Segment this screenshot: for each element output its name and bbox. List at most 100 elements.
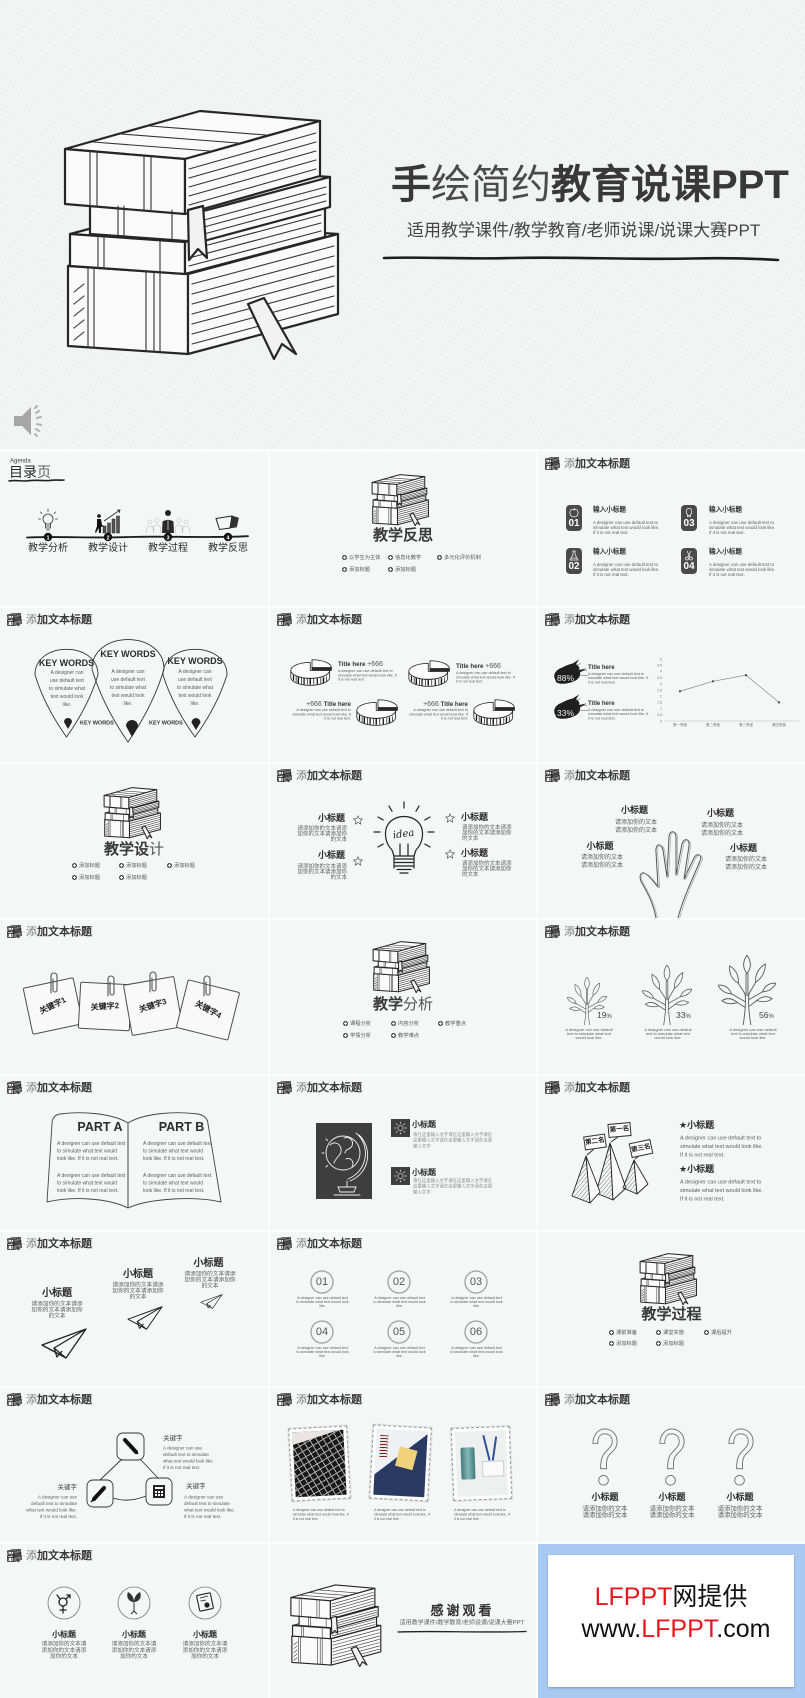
section-item: 内容分析 — [391, 1021, 435, 1027]
plus-circle-icon — [438, 1021, 443, 1026]
section-item: 添加标题 — [119, 875, 163, 881]
section-item-label: 课前准备 — [616, 1329, 637, 1336]
photo-caption: A designer can use default text to simul… — [454, 1508, 510, 1522]
plus-circle-icon — [656, 1341, 661, 1346]
item-title: 小标题 — [122, 1630, 146, 1639]
sun-icon — [394, 1121, 407, 1135]
slide-paper-planes: 添加文本标题 小标题 请添加你的文本请添加你的文本请添加你的文本 小标题 请添加… — [0, 1232, 268, 1386]
agenda-title: 目录页 — [9, 464, 51, 480]
pie-chart-icon — [356, 699, 399, 727]
question-mark-icon — [592, 1428, 618, 1486]
keyword-title: KEY WORDS — [100, 649, 156, 659]
stat-title: Title here +666 — [338, 660, 383, 668]
number-rings — [310, 1270, 488, 1344]
item-body: 请添加你的文本请添加你的文本请添加你的文本 — [462, 824, 512, 842]
number-badge: 04 — [681, 548, 697, 574]
svg-text:0.5: 0.5 — [657, 713, 662, 717]
slide-title-bold: 加文本标题 — [37, 1082, 92, 1094]
slide-title-light: 添 — [564, 1394, 575, 1406]
slide-title-bold: 加文本标题 — [575, 614, 630, 626]
section-item-label: 多元化评价机制 — [444, 554, 481, 561]
scissors-icon — [685, 550, 693, 561]
item-body: 请添加你的文本请添加你的文本请添加你的文本 — [112, 1282, 164, 1300]
star-icon — [445, 849, 455, 859]
step-label: 教学过程 — [148, 543, 188, 554]
stat-title-text: Title here — [323, 700, 351, 708]
item-title: 小标题 — [52, 1630, 76, 1639]
item-body: 请添加你的文本请添加你的文本 — [582, 1504, 628, 1519]
item-title: ★小标题 — [679, 1164, 715, 1174]
book-stack-illustration — [290, 1584, 382, 1667]
y-axis-labels: 5 4.5 4 3.5 3 2.5 2 1.5 1 0.5 0 — [657, 657, 662, 723]
slide-title: 添加文本标题 — [564, 457, 630, 471]
step-number: 06 — [469, 1326, 483, 1338]
icon-tile — [391, 1119, 410, 1137]
slide-pie-stats: 添加文本标题 Title here +666 A designer can us… — [270, 608, 536, 762]
paperclip-icon — [107, 975, 115, 997]
paperclip-icon — [203, 975, 211, 997]
section-item: 添加标题 — [167, 863, 211, 869]
slide-agenda: Agenda 目录页 — [0, 452, 268, 606]
teardrop-outline — [91, 639, 165, 743]
slide-title-light: 添 — [564, 1082, 575, 1094]
slide-title-bold: 加文本标题 — [575, 1082, 630, 1094]
stat-body: A designer can use default text to simul… — [338, 668, 397, 682]
marker-icon — [123, 1438, 139, 1455]
slide-title-bold: 加文本标题 — [37, 926, 92, 938]
slide-title-bold: 加文本标题 — [575, 926, 630, 938]
url-suffix: .com — [716, 1615, 771, 1643]
item-body: A designer can use default text to simul… — [709, 520, 776, 535]
section-title-light: 计 — [149, 841, 165, 858]
slide-title: 添加文本标题 — [296, 769, 362, 783]
hand-outline-illustration — [639, 831, 703, 918]
section-item: 添加标题 — [119, 863, 163, 869]
books-icon — [277, 613, 292, 626]
globe-icon — [321, 1132, 369, 1196]
section-item-label: 添加标题 — [349, 566, 370, 573]
line-point — [711, 680, 715, 683]
keyword-title: KEY WORDS — [167, 656, 223, 666]
photo-detail — [481, 1460, 505, 1477]
percent-value: 88% — [557, 673, 575, 683]
photo-frame — [369, 1424, 432, 1502]
stat-title: +666 Title here — [291, 700, 351, 708]
section-item-label: 以学生为主体 — [349, 554, 381, 561]
pie-chart-icon — [408, 660, 451, 688]
slide-title: 添加文本标题 — [296, 613, 362, 627]
slide-ranking: 添加文本标题 第二名 第一名 第三名 ★小标题 A designer can u… — [538, 1076, 805, 1230]
section-title: 教学设计 — [0, 841, 268, 859]
photo-frame — [450, 1425, 513, 1502]
slide-idea-bulb: 添加文本标题 idea 小标题 请添加你的文本请添加你的文本请添加你的文本 小标… — [270, 764, 536, 918]
watermark-banner: LFPPT网提供 www.LFPPT.com — [538, 1544, 805, 1698]
plus-circle-icon — [609, 1330, 614, 1335]
books-icon — [277, 1393, 292, 1406]
presentation-title: 手绘简约教育说课PPT — [391, 162, 789, 208]
slide-title-bold: 加文本标题 — [307, 1394, 362, 1406]
gender-icon — [56, 1594, 71, 1614]
step-body: A designer can use default text to simul… — [372, 1295, 426, 1308]
item-title: 小标题 — [42, 1288, 72, 1299]
badge-number: 03 — [683, 518, 695, 529]
hand-drawn-divider — [397, 1630, 527, 1633]
slide-title-light: 添 — [26, 614, 37, 626]
icon-circles-graphic — [47, 1586, 222, 1620]
lightbulb-icon — [38, 508, 58, 531]
slide-section-analysis: 教学分析 课程分析 内容分析 教学重点 学情分析 教学难点 — [270, 920, 536, 1074]
section-item: 信息化教学 — [388, 555, 432, 561]
keyword-title: 关键字 — [57, 1484, 78, 1491]
step-number: 1 — [46, 535, 49, 541]
speaker-icon[interactable] — [11, 402, 53, 440]
slide-title-light: 添 — [296, 1394, 307, 1406]
books-icon — [545, 457, 560, 470]
item-body: 请添加你的文本请添加你的文本 — [614, 818, 657, 834]
star-icon — [353, 815, 363, 825]
item-title: 小标题 — [591, 1492, 619, 1502]
url-prefix: www. — [581, 1615, 642, 1643]
photo-desk-cup — [454, 1430, 509, 1497]
section-item: 课程分析 — [343, 1021, 387, 1027]
section-item-label: 信息化教学 — [395, 554, 422, 561]
paper-plane-icon — [200, 1294, 223, 1309]
slide-title: 添加文本标题 — [26, 1549, 92, 1563]
section-item-label: 添加标题 — [79, 874, 100, 881]
watermark-line-1: LFPPT网提供 — [548, 1582, 794, 1612]
